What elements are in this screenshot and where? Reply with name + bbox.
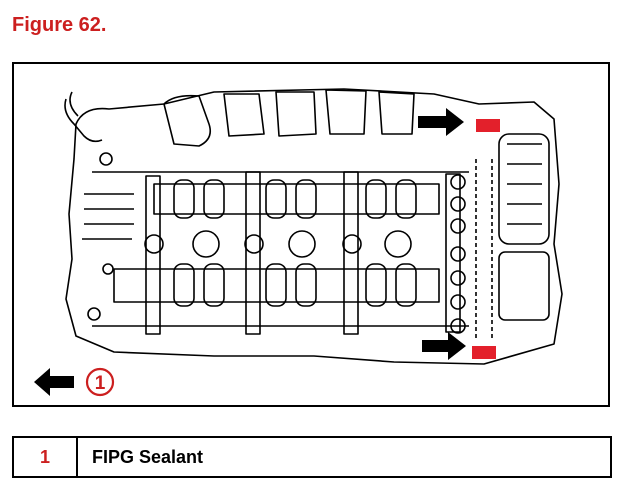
plug-well bbox=[192, 230, 220, 258]
cam-lobe bbox=[295, 179, 317, 219]
bolt bbox=[450, 270, 466, 286]
pipe bbox=[64, 91, 103, 143]
bolt bbox=[450, 174, 466, 190]
plug-well bbox=[144, 234, 164, 254]
left-hatching bbox=[82, 193, 134, 240]
callout-number: 1 bbox=[95, 373, 106, 394]
bolt bbox=[450, 294, 466, 310]
legend-table: 1 FIPG Sealant bbox=[12, 436, 612, 478]
intake-runners bbox=[163, 89, 415, 147]
bearing-cap bbox=[145, 175, 161, 335]
sprocket-lower bbox=[498, 251, 550, 321]
bearing-cap bbox=[245, 171, 261, 335]
legend-row-number: 1 bbox=[14, 438, 78, 476]
vvt-housing bbox=[498, 133, 550, 245]
timing-chain bbox=[475, 159, 493, 339]
figure-title: Figure 62. bbox=[12, 14, 107, 36]
sealant-mark-bottom bbox=[472, 346, 496, 359]
cam-lobe bbox=[265, 179, 287, 219]
bolt bbox=[102, 263, 114, 275]
cam-lobe bbox=[365, 263, 387, 307]
cam-lobe bbox=[173, 263, 195, 307]
plug-well bbox=[288, 230, 316, 258]
bolt bbox=[450, 196, 466, 212]
cam-lobe bbox=[365, 179, 387, 219]
plug-well bbox=[244, 234, 264, 254]
cam-lobe bbox=[203, 179, 225, 219]
cam-lobe bbox=[395, 179, 417, 219]
head-outline bbox=[65, 88, 563, 365]
camshaft-lower bbox=[113, 268, 440, 303]
bearing-cap bbox=[445, 173, 461, 333]
sealant-mark-top bbox=[476, 119, 500, 132]
diagram-frame: 1 bbox=[12, 62, 610, 407]
cam-lobe bbox=[265, 263, 287, 307]
cam-lobe bbox=[395, 263, 417, 307]
cam-lobe bbox=[203, 263, 225, 307]
plug-well bbox=[342, 234, 362, 254]
callout-arrow bbox=[34, 368, 74, 396]
arrow-top bbox=[418, 108, 464, 136]
engine-head-diagram: 1 bbox=[34, 88, 563, 397]
cam-lobe bbox=[173, 179, 195, 219]
bolt bbox=[99, 152, 113, 166]
vvt-detail bbox=[507, 143, 542, 225]
callout-circle bbox=[85, 367, 115, 397]
legend-row-label: FIPG Sealant bbox=[92, 446, 204, 467]
bolt bbox=[450, 318, 466, 334]
plug-well bbox=[384, 230, 412, 258]
bolt bbox=[450, 218, 466, 234]
bearing-cap bbox=[343, 171, 359, 335]
arrow-bottom bbox=[422, 332, 466, 360]
bolt bbox=[87, 307, 101, 321]
bolt bbox=[450, 246, 466, 262]
cam-lobe bbox=[295, 263, 317, 307]
